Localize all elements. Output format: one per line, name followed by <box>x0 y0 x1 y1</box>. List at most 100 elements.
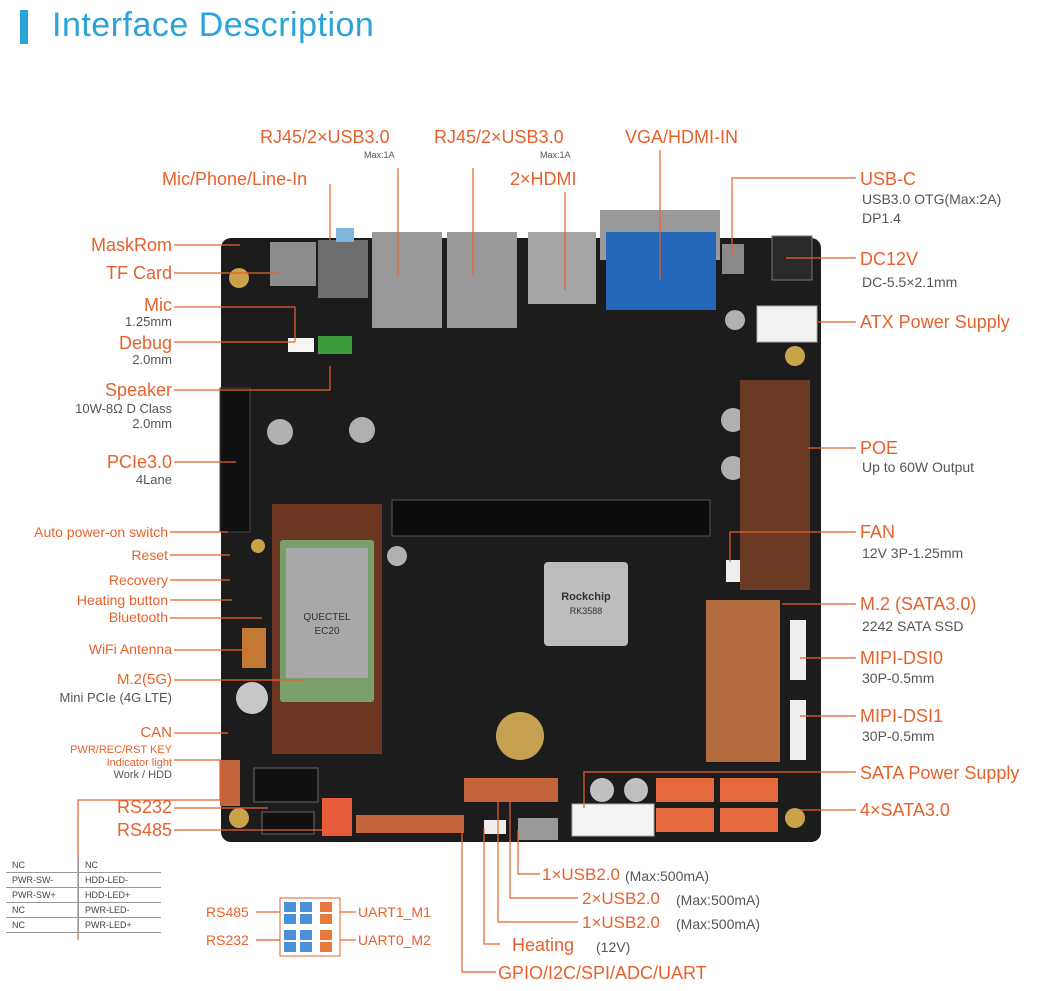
label-m2-5g-sub: Mini PCIe (4G LTE) <box>59 690 172 705</box>
label-debug: Debug <box>118 333 172 353</box>
label-usbc: USB-C <box>860 169 917 189</box>
uart-legend-pins <box>284 902 332 952</box>
sata-port <box>720 808 778 832</box>
title-accent-bar <box>20 10 28 44</box>
label-speaker: Speaker <box>104 380 172 400</box>
table-row: PWR-SW-HDD-LED- <box>6 872 161 888</box>
label-maskrom: MaskRom <box>90 235 172 255</box>
uart-legend-box <box>279 897 341 957</box>
mount-hole <box>785 808 805 828</box>
m2-ssd <box>706 600 780 762</box>
sata-port <box>720 778 778 802</box>
label-work-hdd: Work / HDD <box>113 769 172 781</box>
table-cell: NC <box>6 917 79 933</box>
capacitor <box>725 310 745 330</box>
leader-lines <box>77 150 856 973</box>
usb2-headers <box>464 778 558 802</box>
rj45-port-a <box>372 232 442 328</box>
label-m2-5g: M.2(5G) <box>116 671 172 688</box>
poe-module <box>740 380 810 590</box>
capacitor <box>721 408 745 432</box>
usbc-port <box>722 244 744 274</box>
label-heating-sub: (12V) <box>596 939 631 955</box>
label-rs485: RS485 <box>116 820 172 840</box>
vga-port <box>606 232 716 310</box>
label-rj45-a-sub: Max:1A <box>364 150 395 160</box>
sata-port <box>656 778 714 802</box>
label-mic-phone: Mic/Phone/Line-In <box>162 169 308 189</box>
5g-module-shield <box>286 548 368 678</box>
label-mipi0-sub: 30P-0.5mm <box>862 670 935 686</box>
mount-hole <box>229 808 249 828</box>
legend-uart1: UART1_M1 <box>358 904 431 920</box>
rs485-header <box>261 811 315 835</box>
table-cell: NC <box>6 858 79 873</box>
label-vga: VGA/HDMI-IN <box>625 127 739 147</box>
table-cell: PWR-SW- <box>6 872 79 888</box>
label-fan: FAN <box>860 522 896 542</box>
label-poe-sub: Up to 60W Output <box>862 459 975 475</box>
label-usb20-a: 1×USB2.0 <box>542 865 620 884</box>
pcie-slot <box>219 387 251 533</box>
mipi1-connector <box>790 700 806 760</box>
label-speaker-sub2: 2.0mm <box>132 416 172 431</box>
label-usb20-b: 2×USB2.0 <box>582 889 660 908</box>
rs232-header <box>253 767 319 803</box>
hdmi-ports <box>528 232 596 304</box>
sata-port <box>656 808 714 832</box>
audio-jack-blue <box>336 228 354 242</box>
audio-jack <box>318 240 368 298</box>
indicator-header <box>220 760 240 806</box>
cpu-chip <box>544 562 628 646</box>
capacitor <box>387 546 407 566</box>
label-heating-button: Heating button <box>76 592 168 608</box>
table-row: PWR-SW+HDD-LED+ <box>6 887 161 903</box>
label-dc12v: DC12V <box>860 249 919 269</box>
label-usb20-c: 1×USB2.0 <box>582 913 660 932</box>
heating-connector <box>484 820 506 834</box>
label-rj45-a: RJ45/2×USB3.0 <box>260 127 390 147</box>
label-usbc-sub2: DP1.4 <box>862 210 901 226</box>
supercap <box>236 682 268 714</box>
fan-connector <box>726 560 740 582</box>
capacitor <box>721 456 745 480</box>
legend-uart0: UART0_M2 <box>358 932 431 948</box>
label-mipi1-sub: 30P-0.5mm <box>862 728 935 744</box>
label-pwr-key: PWR/REC/RST KEY <box>70 744 172 756</box>
label-usbc-sub1: USB3.0 OTG(Max:2A) <box>862 191 1002 207</box>
capacitor <box>624 778 648 802</box>
label-rs232: RS232 <box>116 797 172 817</box>
label-hdmi: 2×HDMI <box>510 169 577 189</box>
label-m2-sata: M.2 (SATA3.0) <box>860 594 977 614</box>
gpio-header <box>356 815 464 833</box>
label-speaker-sub1: 10W-8Ω D Class <box>75 401 172 416</box>
legend-rs485: RS485 <box>206 904 249 920</box>
cpu-model: RK3588 <box>570 606 603 616</box>
capacitor <box>349 417 375 443</box>
capacitor <box>267 419 293 445</box>
mount-hole <box>785 346 805 366</box>
label-usb20-b-sub: (Max:500mA) <box>676 892 761 908</box>
label-fan-sub: 12V 3P-1.25mm <box>862 545 964 561</box>
table-cell: PWR-SW+ <box>6 887 79 903</box>
label-pcie-sub: 4Lane <box>135 472 172 487</box>
table-cell: HDD-LED- <box>78 872 161 888</box>
label-debug-sub: 2.0mm <box>132 352 172 367</box>
label-gpio: GPIO/I2C/SPI/ADC/UART <box>498 963 707 983</box>
label-rj45-b-sub: Max:1A <box>540 150 571 160</box>
label-wifi: WiFi Antenna <box>88 641 172 657</box>
sata-power-connector <box>571 803 655 837</box>
label-rj45-b: RJ45/2×USB3.0 <box>434 127 564 147</box>
label-atx: ATX Power Supply <box>860 312 1010 332</box>
label-bluetooth: Bluetooth <box>108 609 168 625</box>
label-pcie: PCIe3.0 <box>106 452 172 472</box>
module-brand: QUECTEL <box>303 612 351 623</box>
mount-hole <box>229 268 249 288</box>
label-m2-sata-sub: 2242 SATA SSD <box>862 618 964 634</box>
label-mipi0: MIPI-DSI0 <box>860 648 944 668</box>
label-usb20-a-sub: (Max:500mA) <box>625 868 710 884</box>
debug-connector <box>318 336 352 354</box>
